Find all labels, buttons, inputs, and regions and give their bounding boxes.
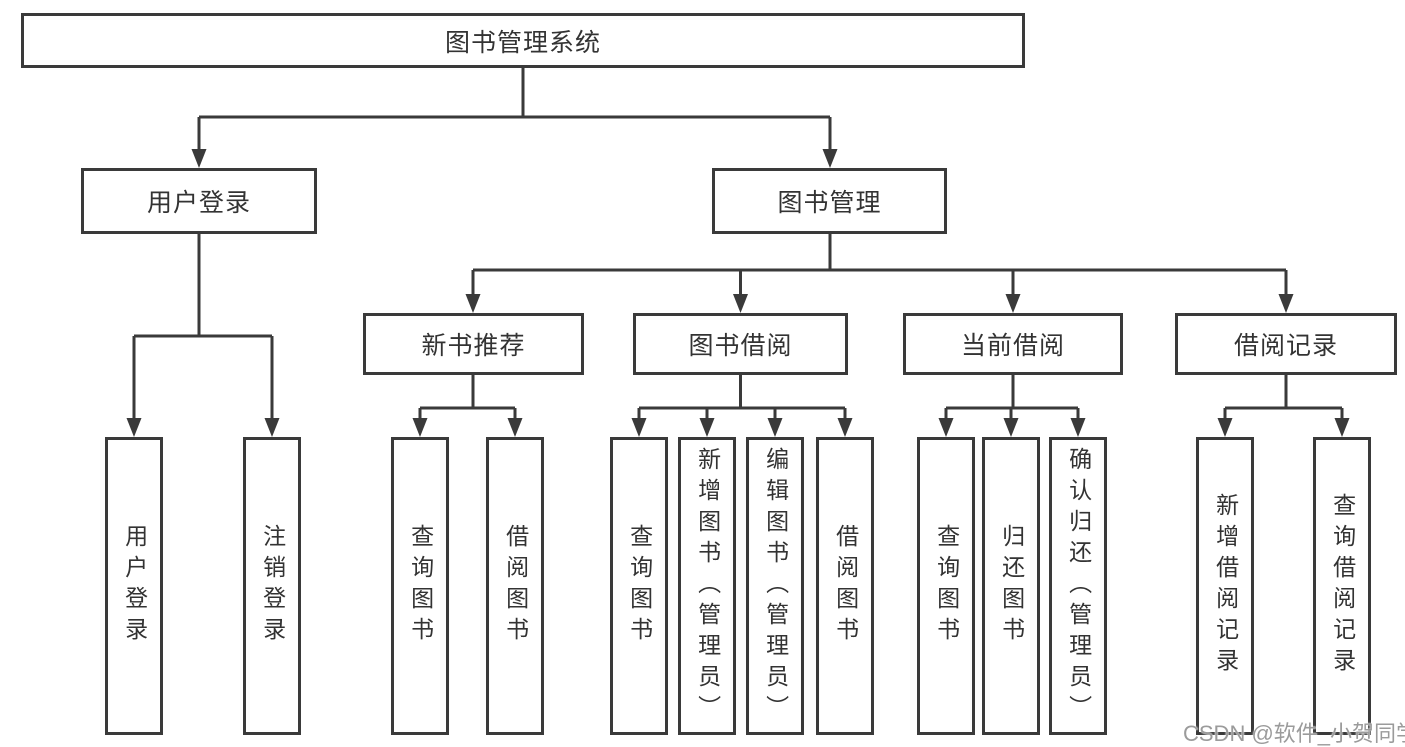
leaf-query-borrow-record: 查询借阅记录 (1313, 437, 1371, 735)
arrow-icon (631, 418, 647, 437)
node-label: 借阅图书 (502, 524, 529, 648)
node-label: 查询图书 (626, 524, 653, 648)
node-book-borrowing: 图书借阅 (633, 313, 848, 375)
arrow-icon (191, 149, 207, 168)
node-label: 编辑图书（管理员） (762, 446, 789, 726)
node-library-management-system: 图书管理系统 (21, 13, 1025, 68)
leaf-edit-book-admin: 编辑图书（管理员） (746, 437, 804, 735)
node-label: 新书推荐 (421, 332, 526, 360)
leaf-logout: 注销登录 (243, 437, 301, 735)
arrow-icon (1070, 418, 1086, 437)
arrow-icon (837, 418, 853, 437)
node-label: 当前借阅 (960, 332, 1065, 360)
leaf-confirm-return-admin: 确认归还（管理员） (1049, 437, 1107, 735)
node-label: 用户登录 (121, 524, 148, 648)
leaf-add-borrow-record: 新增借阅记录 (1196, 437, 1254, 735)
arrow-icon (699, 418, 715, 437)
connector-bookmgmt-to-level3 (471, 234, 1288, 297)
node-label: 用户登录 (146, 189, 251, 217)
arrowheads (126, 149, 1350, 437)
node-label: 图书管理 (777, 189, 882, 217)
csdn-watermark: CSDN @软件_小贺同学 (1183, 721, 1405, 746)
connector-records-to-leaves (1223, 375, 1344, 421)
connector-userlogin-to-leaves (132, 234, 274, 421)
node-label: 借阅记录 (1233, 332, 1338, 360)
connector-root-to-level2 (197, 68, 832, 152)
leaf-return-books: 归还图书 (982, 437, 1040, 735)
leaf-add-book-admin: 新增图书（管理员） (678, 437, 736, 735)
arrow-icon (264, 418, 280, 437)
node-label: 查询图书 (933, 524, 960, 648)
leaf-query-books-recommend: 查询图书 (391, 437, 449, 735)
arrow-icon (465, 294, 481, 313)
arrow-icon (733, 294, 748, 313)
node-label: 图书管理系统 (444, 28, 601, 57)
node-label: 查询图书 (407, 524, 434, 648)
node-book-management: 图书管理 (712, 168, 947, 234)
arrow-icon (412, 418, 428, 437)
node-label: 借阅图书 (832, 524, 859, 648)
leaf-borrow-books-borrowing: 借阅图书 (816, 437, 874, 735)
node-label: 注销登录 (259, 524, 286, 648)
leaf-query-books-borrowing: 查询图书 (610, 437, 668, 735)
node-label: 归还图书 (998, 524, 1025, 648)
leaf-query-books-current: 查询图书 (917, 437, 975, 735)
node-borrowing-records: 借阅记录 (1175, 313, 1397, 375)
arrow-icon (126, 418, 142, 437)
arrow-icon (767, 418, 783, 437)
arrow-icon (1003, 418, 1019, 437)
leaf-user-login: 用户登录 (105, 437, 163, 735)
node-label: 查询借阅记录 (1329, 493, 1356, 679)
leaf-borrow-books-recommend: 借阅图书 (486, 437, 544, 735)
arrow-icon (1005, 294, 1021, 313)
node-new-book-recommendation: 新书推荐 (363, 313, 584, 375)
connector-current-to-leaves (944, 375, 1080, 421)
arrow-icon (507, 418, 523, 437)
node-label: 新增图书（管理员） (694, 446, 721, 726)
node-label: 新增借阅记录 (1212, 493, 1239, 679)
arrow-icon (1278, 294, 1294, 313)
connector-borrowing-to-leaves (637, 375, 847, 421)
arrow-icon (938, 418, 954, 437)
node-label: 确认归还（管理员） (1065, 446, 1092, 726)
connector-newbook-to-leaves (418, 375, 517, 421)
arrow-icon (1334, 418, 1350, 437)
arrow-icon (822, 149, 838, 168)
node-label: 图书借阅 (688, 332, 793, 360)
arrow-icon (1217, 418, 1233, 437)
node-user-login: 用户登录 (81, 168, 317, 234)
node-current-borrowing: 当前借阅 (903, 313, 1123, 375)
